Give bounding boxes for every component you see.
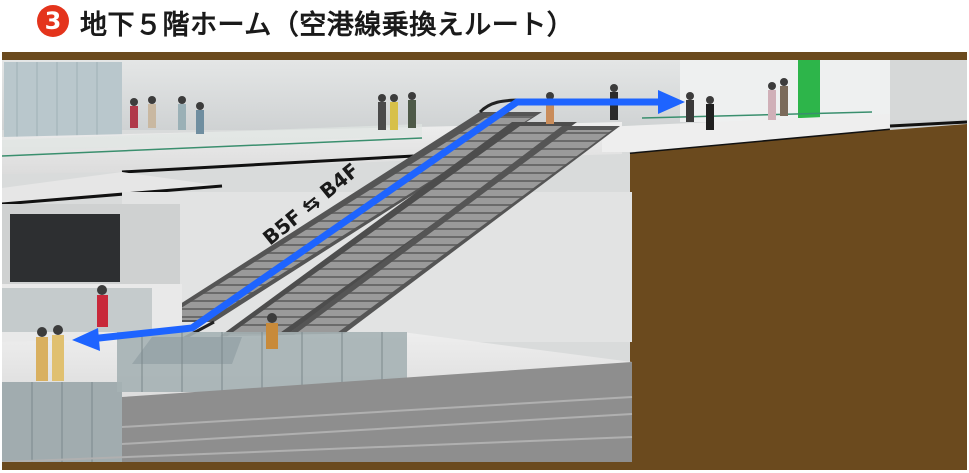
station-illustration: B5F ⇆ B4F (2, 52, 967, 470)
green-wall-panel (798, 60, 820, 118)
earth-cutaway (630, 124, 967, 470)
arrow-head-left-icon (72, 328, 100, 351)
info-display (10, 214, 120, 282)
top-earth-strip (2, 52, 967, 60)
glass-elevator (4, 62, 122, 140)
page-title: 地下５階ホーム（空港線乗換えルート） (80, 10, 575, 41)
arrow-head-right-icon (658, 90, 685, 114)
route-arrow (72, 90, 685, 351)
people (36, 78, 788, 381)
step-number-badge: 3 (37, 5, 69, 37)
header: 3 地下５階ホーム（空港線乗換えルート） (0, 0, 969, 50)
